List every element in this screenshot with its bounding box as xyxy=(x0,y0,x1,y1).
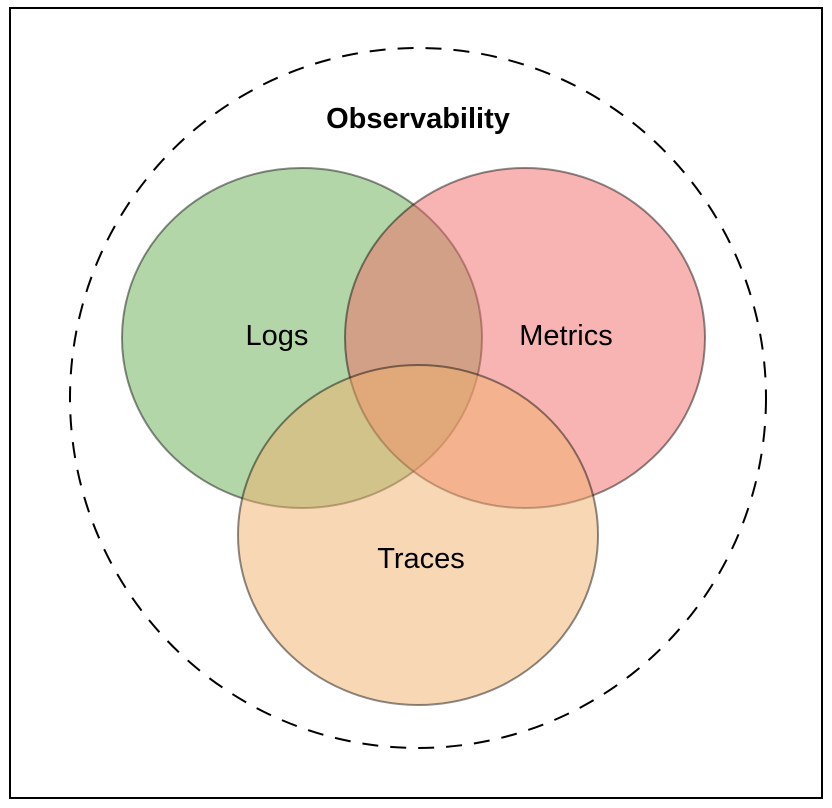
metrics-label: Metrics xyxy=(519,320,612,352)
logs-label: Logs xyxy=(246,320,309,352)
diagram-title: Observability xyxy=(326,103,510,135)
traces-circle xyxy=(237,364,599,706)
observability-boundary xyxy=(69,47,767,749)
traces-label: Traces xyxy=(377,543,465,575)
